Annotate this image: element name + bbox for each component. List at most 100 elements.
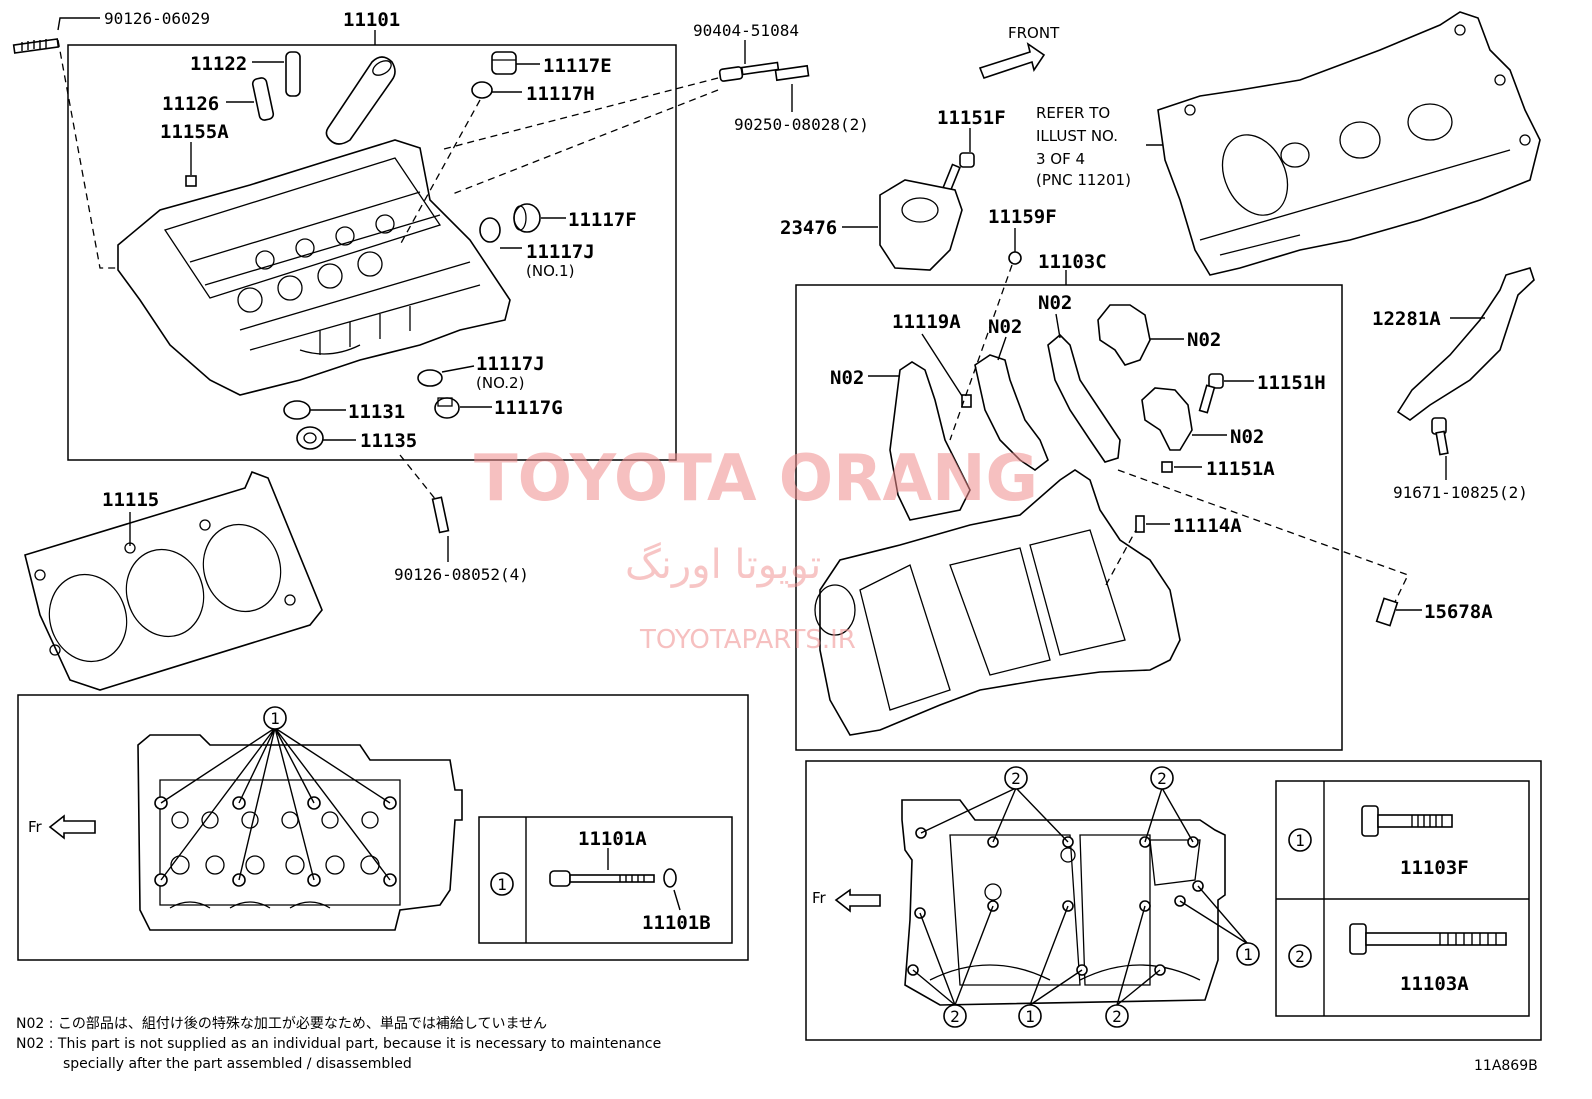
table-circle-1	[490, 872, 514, 896]
note-english-line-1: N02 : This part is not supplied as an in…	[16, 1036, 661, 1052]
label-11103A: 11103A	[1400, 973, 1469, 995]
label-11155A: 11155A	[160, 121, 229, 143]
label-11151H: 11151H	[1257, 372, 1326, 394]
callout-number-2a: 2	[1011, 769, 1021, 788]
cylinder-head-drawing	[117, 139, 511, 396]
refer-line-2: ILLUST NO.	[1036, 127, 1118, 145]
label-11122: 11122	[190, 53, 247, 75]
label-90404-51084: 90404-51084	[693, 21, 799, 40]
plug-11117G-drawing	[434, 397, 460, 419]
bolt-91671-10825-drawing	[1431, 417, 1449, 456]
label-11131: 11131	[348, 401, 405, 423]
label-11101A: 11101A	[578, 828, 647, 850]
bolt-11101A-drawing	[549, 870, 655, 887]
cam-cap-carrier-drawing	[814, 469, 1181, 736]
label-12281A: 12281A	[1372, 308, 1441, 330]
plug-15678A-drawing	[1375, 597, 1399, 627]
label-11135: 11135	[360, 430, 417, 452]
stud-90126-06029-drawing	[12, 38, 60, 54]
label-11117J-no2-sub: (NO.2)	[476, 374, 524, 392]
callout-number-2b: 2	[1157, 769, 1167, 788]
washer-11101B-drawing	[663, 868, 677, 888]
label-11126: 11126	[162, 93, 219, 115]
bolt-11103F-drawing	[1361, 805, 1453, 837]
watermark-brand: TOYOTA ORANG	[474, 442, 1038, 516]
bolt-90404-51084-drawing	[718, 61, 780, 82]
label-11117F: 11117F	[568, 209, 637, 231]
front-arrow-icon-2	[834, 888, 881, 913]
cap-bolt-pattern-box	[805, 760, 1542, 1041]
sleeve-11101-drawing	[325, 56, 396, 145]
stud-90126-08052-drawing	[431, 496, 450, 534]
cam-cap-parts	[889, 304, 1193, 521]
label-11117G: 11117G	[494, 397, 563, 419]
ring-11117J-no1-drawing	[479, 217, 501, 243]
front-arrow-icon	[48, 814, 96, 840]
diagram-id: 11A869B	[1474, 1058, 1538, 1074]
label-N02-c: N02	[1038, 292, 1072, 314]
label-23476: 23476	[780, 217, 837, 239]
seal-11135-drawing	[296, 426, 324, 450]
head-bolt-positions	[154, 727, 397, 887]
label-N02-e: N02	[1230, 426, 1264, 448]
front-label: FRONT	[1008, 24, 1060, 42]
label-11117E: 11117E	[543, 55, 612, 77]
label-11119A: 11119A	[892, 311, 961, 333]
label-11103C: 11103C	[1038, 251, 1107, 273]
callout-circle-1	[263, 706, 287, 730]
pin-11114A-drawing	[1135, 515, 1145, 533]
watermark-site: TOYOTAPARTS.IR	[639, 625, 856, 655]
pin-90250-08028-drawing	[774, 64, 810, 82]
head-bolt-pattern-box	[17, 694, 749, 961]
label-11117J-no1-sub: (NO.1)	[526, 262, 574, 280]
label-11101B: 11101B	[642, 912, 711, 934]
label-91671-10825: 91671-10825(2)	[1393, 483, 1528, 502]
guide-11122-drawing	[285, 51, 301, 97]
cap-bolt-positions	[907, 787, 1249, 1006]
callout-circle-2a	[1004, 766, 1028, 790]
callout-circle-1c	[1236, 942, 1260, 966]
note-english-line-2: specially after the part assembled / dis…	[63, 1056, 412, 1072]
callout-number-1b: 1	[1025, 1007, 1035, 1026]
label-11103F: 11103F	[1400, 857, 1469, 879]
callout-circle-2c	[943, 1004, 967, 1028]
cam-cap-box	[795, 284, 1343, 751]
nut-11159F-drawing	[1008, 251, 1022, 265]
table-right-number-2: 2	[1295, 947, 1305, 966]
bolt-11103A-drawing	[1349, 923, 1507, 955]
label-11115: 11115	[102, 489, 159, 511]
label-11117J-no1: 11117J	[526, 241, 595, 263]
refer-line-1: REFER TO	[1036, 104, 1110, 122]
plate-12281A-drawing	[1396, 267, 1535, 421]
callout-circle-2d	[1105, 1004, 1129, 1028]
callout-number-1: 1	[270, 709, 280, 728]
cylinder-head-box	[67, 44, 677, 461]
pin-11155A-drawing	[185, 175, 197, 187]
front-direction-label-2: Fr	[812, 889, 827, 907]
bolt-table-left	[478, 816, 733, 944]
seal-11131-drawing	[283, 400, 311, 420]
label-N02-b: N02	[988, 316, 1022, 338]
plug-11117E-drawing	[491, 51, 517, 75]
plug-11117F-drawing	[513, 203, 541, 233]
label-N02-d: N02	[1187, 329, 1221, 351]
refer-line-4: (PNC 11201)	[1036, 171, 1131, 189]
table-right-circle-2	[1288, 944, 1312, 968]
note-japanese: N02 : この部品は、組付け後の特殊な加工が必要なため、単品では補給していませ…	[16, 1016, 547, 1032]
label-N02-a: N02	[830, 367, 864, 389]
label-11151F: 11151F	[937, 107, 1006, 129]
front-direction-arrow-icon	[978, 42, 1046, 79]
bolt-11151H-drawing	[1198, 373, 1224, 414]
callout-number-2c: 2	[950, 1007, 960, 1026]
watermark-persian: تویوتا اورنگ	[625, 542, 821, 588]
label-11114A: 11114A	[1173, 515, 1242, 537]
label-15678A: 15678A	[1424, 601, 1493, 623]
guide-11126-drawing	[251, 77, 275, 121]
pin-11151A-drawing	[1161, 461, 1173, 473]
callout-number-1c: 1	[1243, 945, 1253, 964]
callout-circle-1b	[1018, 1004, 1042, 1028]
refer-line-3: 3 OF 4	[1036, 150, 1085, 168]
label-90126-06029: 90126-06029	[104, 9, 210, 28]
front-direction-label: Fr	[28, 818, 43, 836]
